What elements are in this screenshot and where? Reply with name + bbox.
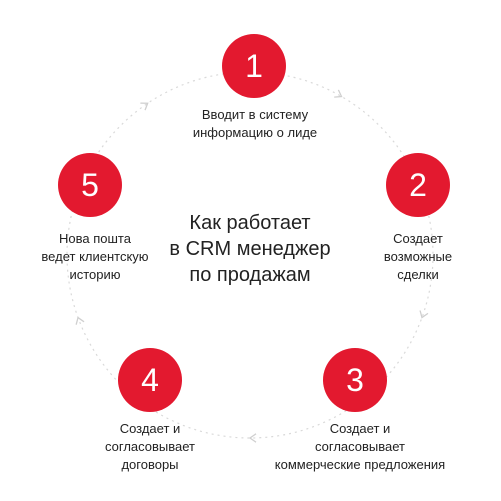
cycle-arrow-2 bbox=[419, 310, 429, 319]
step-4-label: Создает и согласовывает договоры bbox=[104, 421, 196, 472]
dashed-ring bbox=[66, 71, 434, 439]
step-5-label: Нова пошта ведет клиентскую историю bbox=[41, 231, 149, 282]
step-2-circle: 2 bbox=[386, 153, 450, 217]
cycle-arrow-5 bbox=[140, 102, 149, 111]
step-5-circle: 5 bbox=[58, 153, 122, 217]
cycle-arrows bbox=[75, 89, 429, 443]
center-title: Как работает в CRM менеджер по продажам bbox=[169, 212, 331, 286]
step-3-circle: 3 bbox=[323, 348, 387, 412]
step-1-label: Вводит в систему информацию о лиде bbox=[192, 107, 318, 140]
step-3-label: Создает и согласовывает коммерческие пре… bbox=[274, 421, 446, 472]
cycle-arrow-4 bbox=[75, 316, 85, 325]
step-2-label: Создает возможные сделки bbox=[383, 231, 453, 282]
cycle-arrow-1 bbox=[334, 89, 343, 98]
step-4-circle: 4 bbox=[118, 348, 182, 412]
step-1-circle: 1 bbox=[222, 34, 286, 98]
cycle-arrow-3 bbox=[248, 433, 257, 443]
